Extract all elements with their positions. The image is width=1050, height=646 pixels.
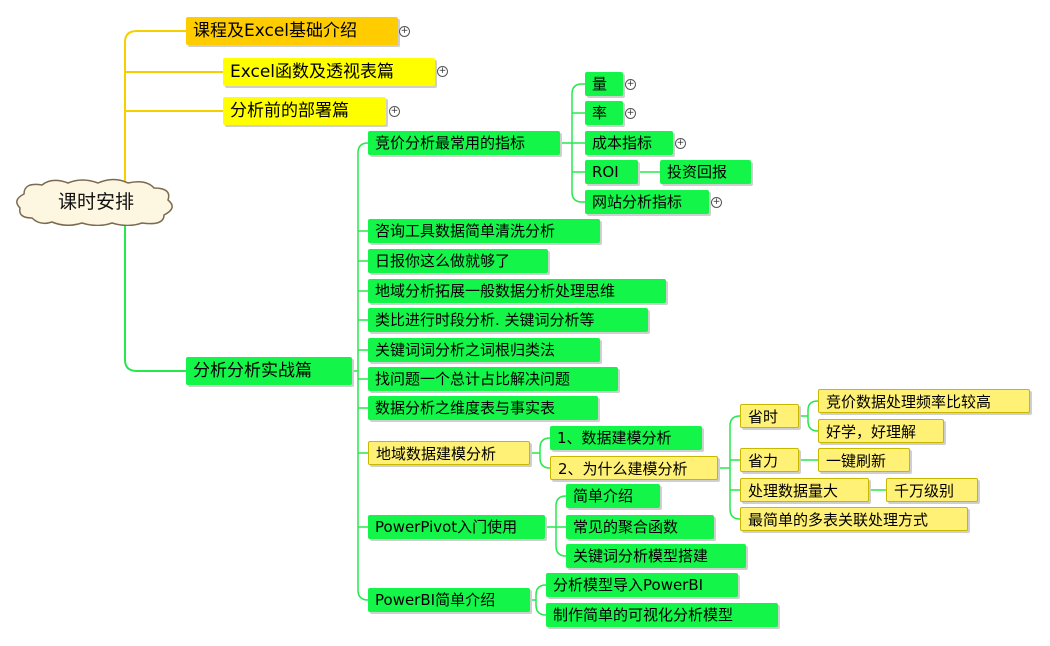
powerpivot-item[interactable]: 关键词分析模型搭建 bbox=[566, 544, 746, 568]
why-model-item[interactable]: 最简单的多表关联处理方式 bbox=[740, 507, 968, 531]
practice-item[interactable]: PowerPivot入门使用 bbox=[368, 515, 545, 539]
root-cloud-shape bbox=[16, 178, 173, 226]
practice-item[interactable]: 地域数据建模分析 bbox=[368, 441, 530, 465]
why-model-item[interactable]: 省时 bbox=[740, 404, 799, 428]
plus-circle-icon[interactable]: + bbox=[389, 106, 400, 117]
plus-circle-icon[interactable]: + bbox=[399, 26, 410, 37]
practice-item[interactable]: 数据分析之维度表与事实表 bbox=[368, 396, 598, 420]
why-model-item[interactable]: 省力 bbox=[740, 448, 799, 472]
metric-item[interactable]: 网站分析指标 bbox=[585, 190, 709, 214]
section-pre-analysis[interactable]: 分析前的部署篇 bbox=[223, 97, 386, 125]
practice-item[interactable]: PowerBI简单介绍 bbox=[368, 588, 530, 612]
why-model-item[interactable]: 处理数据量大 bbox=[740, 478, 869, 502]
plus-circle-icon[interactable]: + bbox=[675, 138, 686, 149]
powerbi-item[interactable]: 制作简单的可视化分析模型 bbox=[546, 603, 778, 627]
plus-circle-icon[interactable]: + bbox=[437, 66, 448, 77]
metric-item[interactable]: 量 bbox=[585, 72, 623, 96]
section-excel-basics[interactable]: 课程及Excel基础介绍 bbox=[186, 17, 398, 45]
save-time-item[interactable]: 竞价数据处理频率比较高 bbox=[818, 389, 1030, 413]
root-node[interactable]: 课时安排 bbox=[57, 191, 134, 213]
save-effort-item[interactable]: 一键刷新 bbox=[818, 448, 910, 472]
section-practice[interactable]: 分析分析实战篇 bbox=[186, 357, 352, 385]
big-data-item[interactable]: 千万级别 bbox=[886, 478, 978, 502]
powerpivot-item[interactable]: 常见的聚合函数 bbox=[566, 515, 714, 539]
practice-item[interactable]: 关键词词分析之词根归类法 bbox=[368, 338, 600, 362]
practice-item[interactable]: 咨询工具数据简单清洗分析 bbox=[368, 219, 600, 243]
modeling-item[interactable]: 2、为什么建模分析 bbox=[550, 456, 718, 480]
plus-circle-icon[interactable]: + bbox=[625, 79, 636, 90]
roi-child[interactable]: 投资回报 bbox=[660, 160, 751, 184]
plus-circle-icon[interactable]: + bbox=[625, 108, 636, 119]
practice-item[interactable]: 地域分析拓展一般数据分析处理思维 bbox=[368, 279, 666, 303]
powerbi-item[interactable]: 分析模型导入PowerBI bbox=[546, 573, 738, 597]
metric-item[interactable]: ROI bbox=[585, 160, 638, 184]
powerpivot-item[interactable]: 简单介绍 bbox=[566, 484, 660, 508]
metric-item[interactable]: 成本指标 bbox=[585, 131, 673, 155]
practice-item[interactable]: 找问题一个总计占比解决问题 bbox=[368, 367, 618, 391]
practice-item[interactable]: 竞价分析最常用的指标 bbox=[368, 131, 560, 155]
practice-item[interactable]: 日报你这么做就够了 bbox=[368, 249, 548, 273]
save-time-item[interactable]: 好学，好理解 bbox=[818, 419, 944, 443]
modeling-item[interactable]: 1、数据建模分析 bbox=[550, 426, 702, 450]
metric-item[interactable]: 率 bbox=[585, 101, 623, 125]
section-excel-functions[interactable]: Excel函数及透视表篇 bbox=[223, 58, 435, 86]
plus-circle-icon[interactable]: + bbox=[711, 197, 722, 208]
practice-item[interactable]: 类比进行时段分析. 关键词分析等 bbox=[368, 308, 648, 332]
